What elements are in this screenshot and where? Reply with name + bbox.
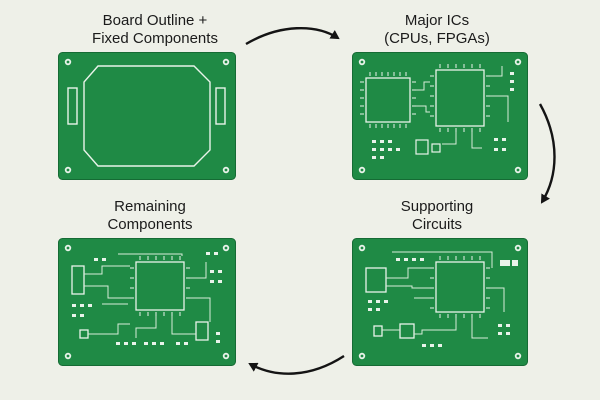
step-label-line1: Remaining (114, 198, 186, 215)
step-label-line1: Supporting (400, 198, 474, 215)
connector-left (67, 87, 78, 125)
pcb-board-major-ics (352, 52, 528, 180)
step-label-line2: Circuits (411, 216, 462, 233)
step-label-line2: Components (107, 216, 193, 233)
pcb-board-outline (58, 52, 236, 180)
arrow-right-icon (245, 26, 340, 46)
step-label-supporting-circuits: Supporting Circuits (352, 198, 522, 234)
connector-right (215, 87, 226, 125)
step-label-remaining-components: Remaining Components (60, 198, 240, 234)
arrow-left-icon (248, 354, 345, 375)
step-label-line1: Major ICs (404, 12, 470, 29)
step-label-line2: (CPUs, FPGAs) (384, 30, 490, 47)
step-label-board-outline: Board Outline + Fixed Components (60, 12, 250, 48)
pcb-board-supporting-circuits (352, 238, 528, 366)
step-label-major-ics: Major ICs (CPUs, FPGAs) (352, 12, 522, 48)
step-label-line1: Board Outline + (102, 12, 208, 29)
arrow-down-icon (538, 103, 556, 204)
pcb-board-remaining-components (58, 238, 236, 366)
step-label-line2: Fixed Components (92, 30, 218, 47)
